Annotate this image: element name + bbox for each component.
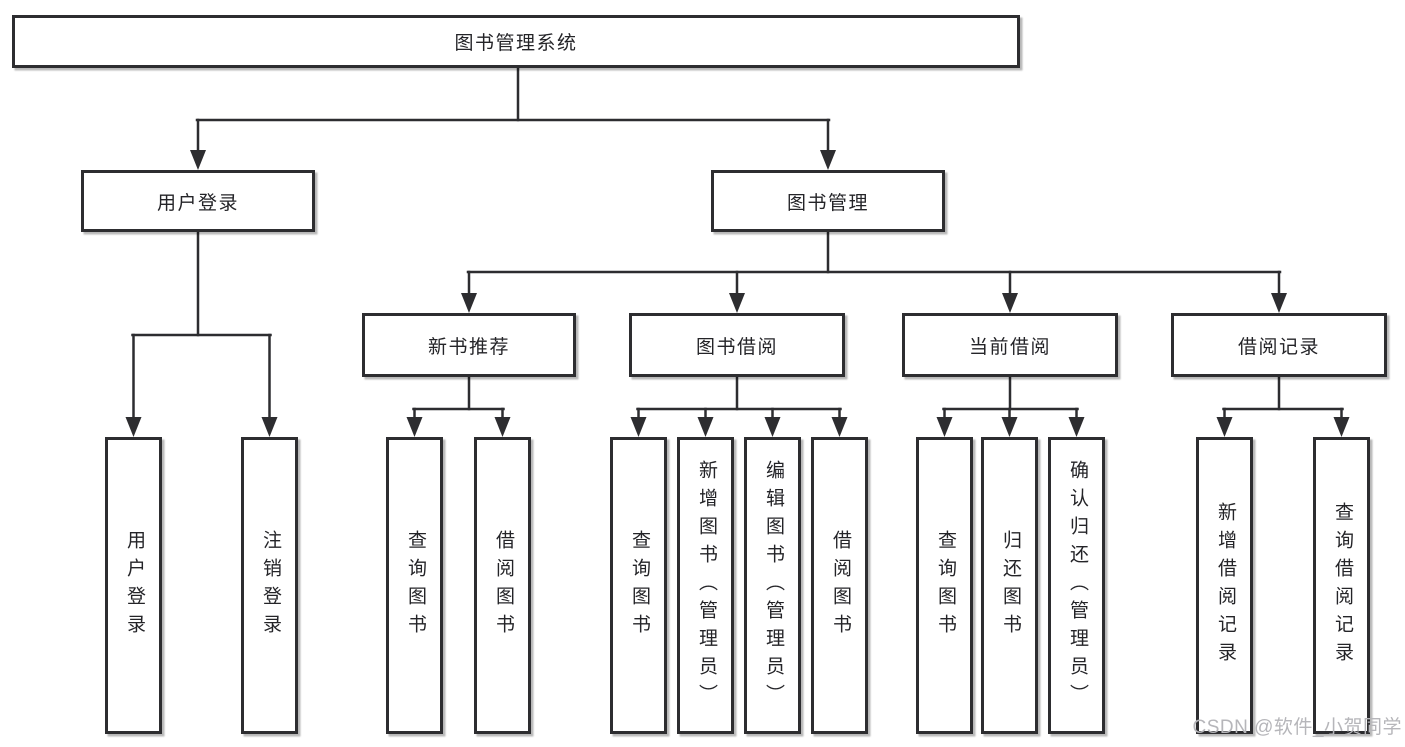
leaf-query-borrow-record: 查询借阅记录 (1313, 437, 1370, 734)
leaf-return-books: 归还图书 (981, 437, 1038, 734)
leaf-query-books-newbook: 查询图书 (386, 437, 443, 734)
node-new-book-recommendation: 新书推荐 (362, 313, 576, 377)
leaf-query-books-borrowing: 查询图书 (610, 437, 667, 734)
leaf-user-login: 用户登录 (105, 437, 162, 734)
csdn-watermark: CSDN @软件_小贺同学 (1192, 717, 1402, 738)
leaf-logout: 注销登录 (241, 437, 298, 734)
node-user-login: 用户登录 (81, 170, 315, 232)
leaf-query-books-current: 查询图书 (916, 437, 973, 734)
leaf-add-books-admin: 新增图书（管理员） (677, 437, 734, 734)
leaf-edit-books-admin: 编辑图书（管理员） (744, 437, 801, 734)
leaf-borrow-books-borrowing: 借阅图书 (811, 437, 868, 734)
leaf-add-borrow-record: 新增借阅记录 (1196, 437, 1253, 734)
node-book-management: 图书管理 (711, 170, 945, 232)
node-borrowing-records: 借阅记录 (1171, 313, 1387, 377)
node-book-borrowing: 图书借阅 (629, 313, 845, 377)
leaf-confirm-return-admin: 确认归还（管理员） (1048, 437, 1105, 734)
node-current-borrowing: 当前借阅 (902, 313, 1118, 377)
leaf-borrow-books-newbook: 借阅图书 (474, 437, 531, 734)
node-root-library-management-system: 图书管理系统 (12, 15, 1020, 68)
